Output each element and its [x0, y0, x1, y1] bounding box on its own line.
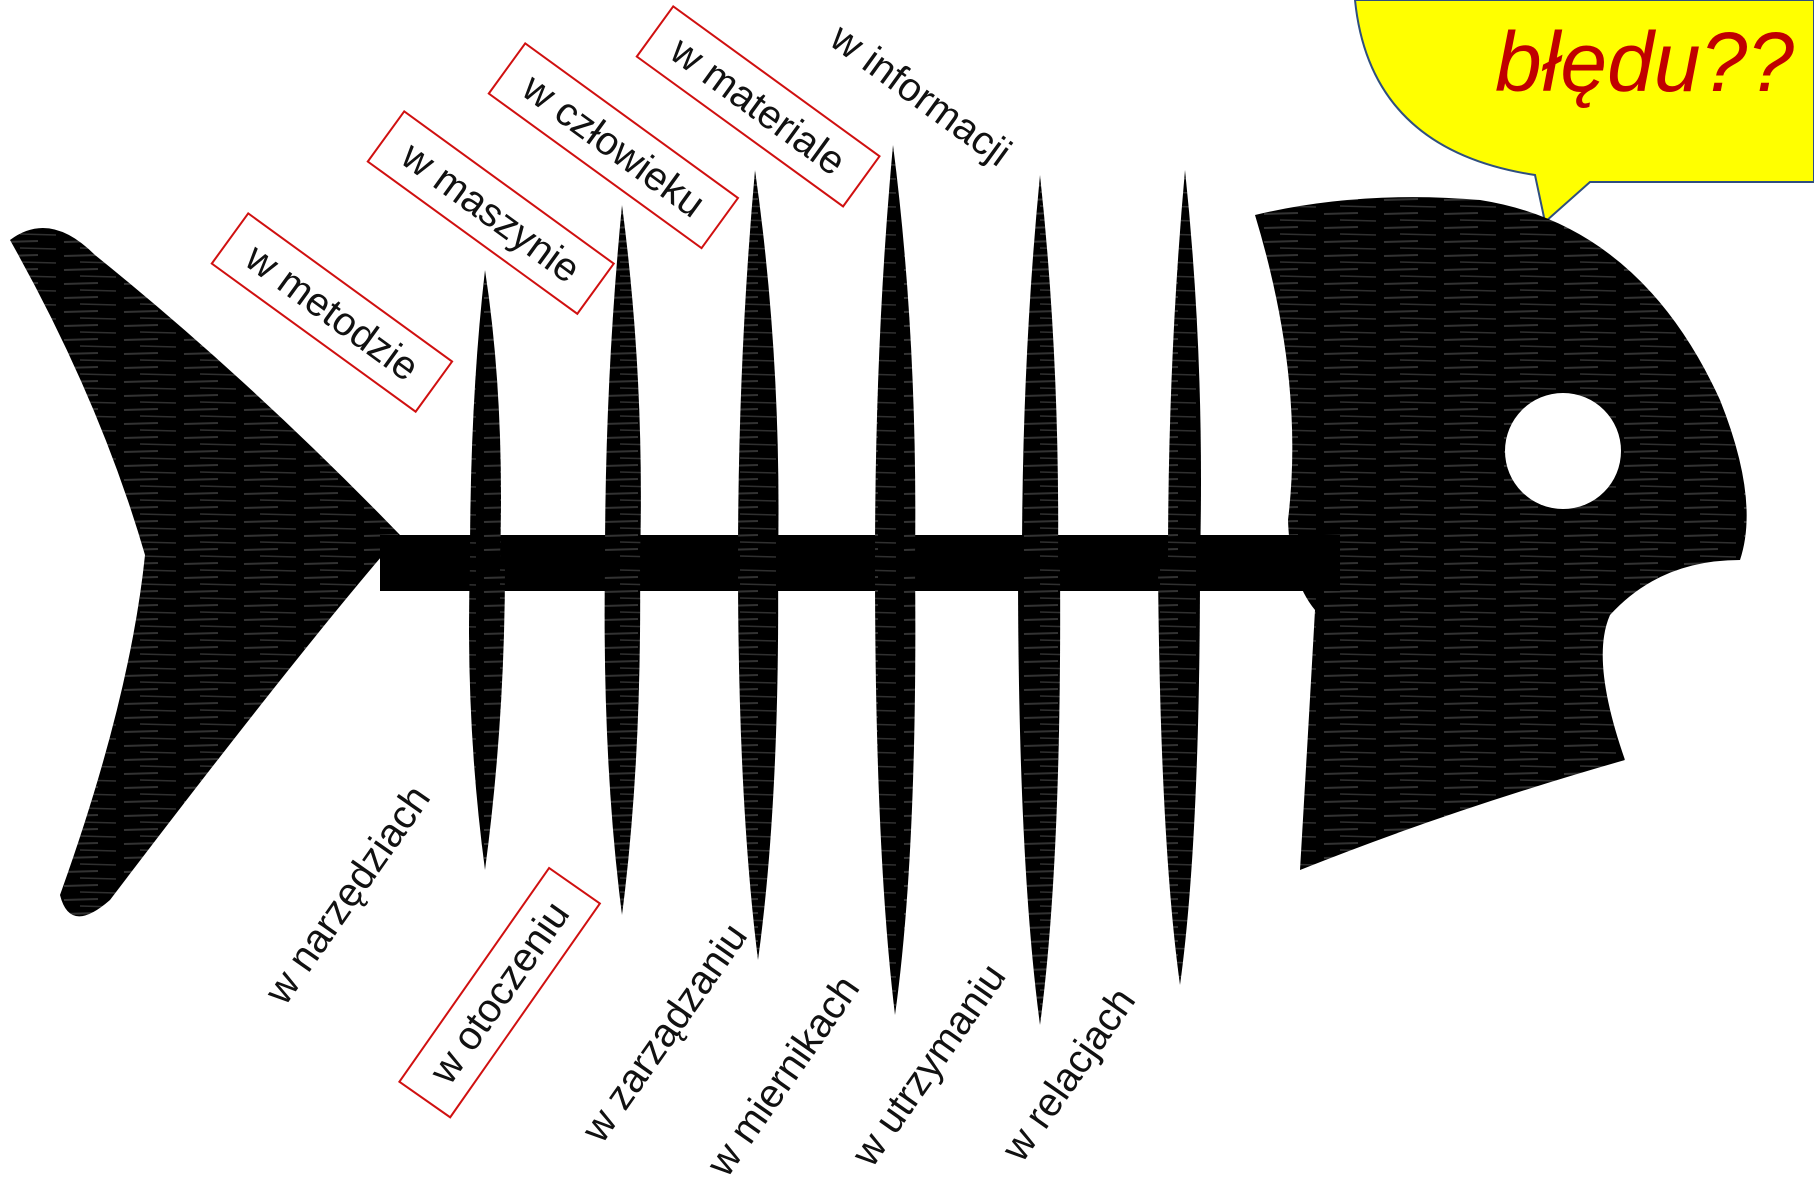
- upper-ribs: [470, 145, 1201, 560]
- bubble-text: błędu??: [1495, 20, 1794, 104]
- fish-head: [1255, 197, 1747, 870]
- lower-ribs: [469, 565, 1200, 1025]
- fish-eye: [1505, 393, 1621, 509]
